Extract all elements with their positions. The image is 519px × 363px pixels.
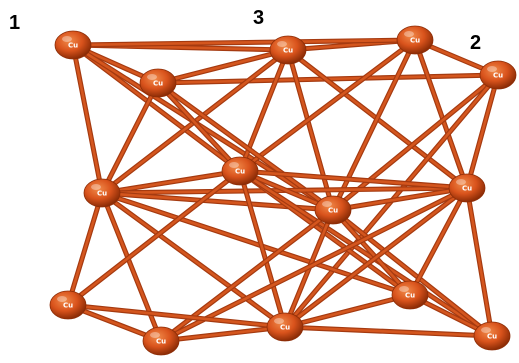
atom-sphere	[49, 290, 87, 320]
atom-sphere	[83, 178, 121, 208]
atom-highlight	[150, 332, 160, 338]
atom-sphere	[314, 195, 352, 225]
atom-highlight	[62, 36, 72, 42]
atom-sphere	[54, 30, 92, 60]
bond-42	[283, 186, 469, 329]
atom-label: Cu	[462, 185, 472, 193]
atom-sphere	[396, 25, 434, 55]
bond-5	[156, 48, 290, 85]
atom-label: Cu	[493, 72, 503, 80]
bond-18	[465, 73, 500, 190]
atom-highlight	[322, 201, 332, 207]
cu-atom-13: Cu	[391, 280, 429, 310]
bond-27	[238, 169, 469, 190]
bond-51	[66, 303, 287, 329]
corner-label-1: 1	[9, 12, 21, 34]
atom-sphere	[448, 173, 486, 203]
cu-atom-10: Cu	[49, 290, 87, 320]
cu-atom-12: Cu	[266, 312, 304, 342]
cu-atom-2: Cu	[269, 35, 307, 65]
atom-sphere	[391, 280, 429, 310]
atom-label: Cu	[405, 292, 415, 300]
bond-10	[71, 43, 335, 212]
bond-44	[465, 186, 494, 338]
atom-label: Cu	[410, 37, 420, 45]
bond-34	[66, 169, 242, 307]
bond-48	[283, 293, 412, 329]
atom-highlight	[399, 286, 409, 292]
cu-atom-4: Cu	[479, 60, 517, 90]
cu-atom-3: Cu	[396, 25, 434, 55]
cu-atom-11: Cu	[142, 326, 180, 356]
atom-label: Cu	[280, 324, 290, 332]
atom-label: Cu	[68, 42, 78, 50]
atom-sphere	[269, 35, 307, 65]
bond-33	[100, 191, 412, 297]
atom-highlight	[274, 318, 284, 324]
atom-highlight	[57, 296, 67, 302]
bond-30	[66, 191, 104, 307]
bonds-group	[65, 37, 501, 344]
bond-17	[331, 38, 417, 212]
bond-21	[100, 81, 160, 195]
bond-15	[238, 38, 417, 173]
corner-label-3: 3	[253, 7, 265, 29]
atom-label: Cu	[63, 302, 73, 310]
bond-45	[159, 186, 469, 343]
atom-highlight	[404, 31, 414, 37]
atom-highlight	[277, 41, 287, 47]
bond-41	[331, 208, 412, 297]
bond-9	[71, 43, 242, 173]
atom-label: Cu	[235, 168, 245, 176]
atom-highlight	[456, 179, 466, 185]
bond-24	[100, 169, 242, 195]
cu-atom-1: Cu	[54, 30, 92, 60]
atom-sphere	[266, 312, 304, 342]
bond-13	[286, 48, 335, 212]
bond-37	[238, 169, 494, 338]
corner-label-2: 2	[470, 32, 482, 54]
bond-7	[71, 38, 417, 47]
atom-sphere	[479, 60, 517, 90]
atom-label: Cu	[97, 190, 107, 198]
atom-label: Cu	[328, 207, 338, 215]
atom-label: Cu	[156, 338, 166, 346]
cu-atom-5: Cu	[139, 68, 177, 98]
bond-40	[331, 208, 494, 338]
bond-31	[100, 191, 163, 343]
atom-highlight	[229, 162, 239, 168]
atom-label: Cu	[283, 47, 293, 55]
atom-sphere	[221, 156, 259, 186]
bond-47	[159, 325, 287, 343]
atom-label: Cu	[487, 333, 497, 341]
atom-label: Cu	[153, 80, 163, 88]
atom-highlight	[91, 184, 101, 190]
atom-sphere	[142, 326, 180, 356]
bond-35	[238, 169, 287, 329]
cu-atom-7: Cu	[221, 156, 259, 186]
cu-atom-6: Cu	[83, 178, 121, 208]
atom-sphere	[473, 321, 511, 351]
bond-43	[408, 186, 469, 297]
bond-32	[100, 191, 287, 329]
cu-atom-14: Cu	[473, 321, 511, 351]
cu-atom-8: Cu	[314, 195, 352, 225]
atom-highlight	[487, 66, 497, 72]
atom-sphere	[139, 68, 177, 98]
atom-highlight	[147, 74, 157, 80]
atom-highlight	[481, 327, 491, 333]
cu-atom-9: Cu	[448, 173, 486, 203]
bond-16	[413, 38, 469, 190]
bond-23	[156, 81, 242, 173]
bond-50	[283, 325, 494, 338]
bond-29	[331, 186, 469, 212]
bond-8	[71, 43, 104, 195]
